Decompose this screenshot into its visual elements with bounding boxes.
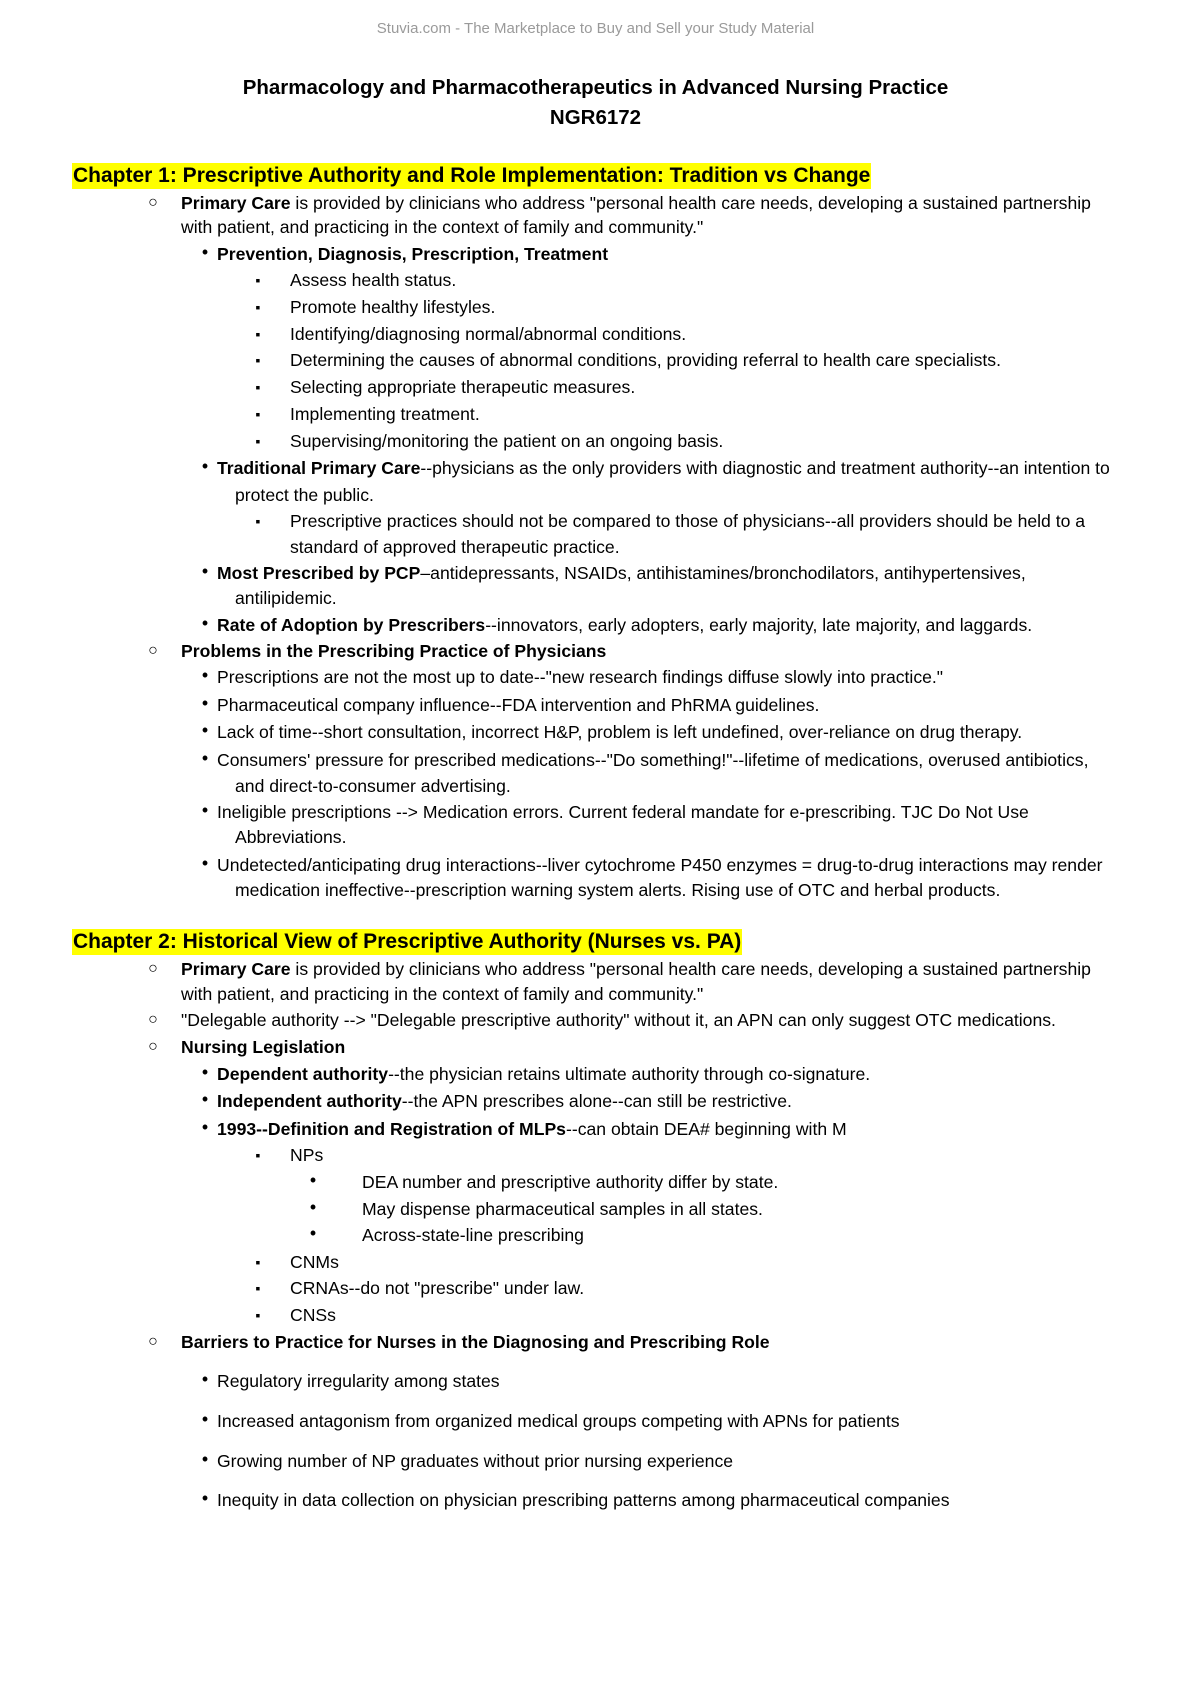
nps-item: NPs xyxy=(290,1145,324,1165)
problem-item-line1: Consumers' pressure for prescribed medic… xyxy=(217,750,1089,770)
dot-bullet-icon: • xyxy=(309,1223,317,1243)
problem-item: Pharmaceutical company influence--FDA in… xyxy=(217,695,820,715)
prescriptive-practices-line2: standard of approved therapeutic practic… xyxy=(290,537,620,557)
dot-bullet-icon: • xyxy=(309,1197,317,1217)
problem-item: Prescriptions are not the most up to dat… xyxy=(217,667,944,687)
ch2-primary-care-line2: with patient, and practicing in the cont… xyxy=(181,984,704,1004)
problems-heading: Problems in the Prescribing Practice of … xyxy=(181,641,607,661)
dot-bullet-icon: • xyxy=(201,665,209,685)
square-bullet-icon: ▪ xyxy=(255,1307,261,1323)
circle-bullet-icon: ○ xyxy=(148,1011,158,1028)
most-prescribed-line1: Most Prescribed by PCP–antidepressants, … xyxy=(217,563,1026,583)
square-bullet-icon: ▪ xyxy=(255,1254,261,1270)
dot-bullet-icon: • xyxy=(201,720,209,740)
square-bullet-icon: ▪ xyxy=(255,406,261,422)
barrier-item: Regulatory irregularity among states xyxy=(217,1371,500,1391)
document-title: Pharmacology and Pharmacotherapeutics in… xyxy=(242,76,949,99)
cnms-item: CNMs xyxy=(290,1252,339,1272)
dot-bullet-icon: • xyxy=(201,613,209,633)
circle-bullet-icon: ○ xyxy=(148,960,158,977)
problem-item-line1: Undetected/anticipating drug interaction… xyxy=(217,855,1103,875)
pdpt-item: Supervising/monitoring the patient on an… xyxy=(290,431,724,451)
dot-bullet-icon: • xyxy=(201,748,209,768)
pdpt-item: Identifying/diagnosing normal/abnormal c… xyxy=(290,324,687,344)
mlp-definition: 1993--Definition and Registration of MLP… xyxy=(217,1119,847,1139)
problem-item-line2: Abbreviations. xyxy=(235,827,347,847)
square-bullet-icon: ▪ xyxy=(255,1280,261,1296)
circle-bullet-icon: ○ xyxy=(148,194,158,211)
barrier-item: Increased antagonism from organized medi… xyxy=(217,1411,900,1431)
dot-bullet-icon: • xyxy=(201,1488,209,1508)
pdpt-item: Assess health status. xyxy=(290,270,457,290)
crnas-item: CRNAs--do not "prescribe" under law. xyxy=(290,1278,585,1298)
square-bullet-icon: ▪ xyxy=(255,272,261,288)
pdpt-item: Selecting appropriate therapeutic measur… xyxy=(290,377,636,397)
ch1-primary-care-line2: with patient, and practicing in the cont… xyxy=(181,217,704,237)
dependent-authority: Dependent authority--the physician retai… xyxy=(217,1064,871,1084)
watermark: Stuvia.com - The Marketplace to Buy and … xyxy=(376,20,815,37)
traditional-primary-care-line1: Traditional Primary Care--physicians as … xyxy=(217,458,1110,478)
dot-bullet-icon: • xyxy=(201,242,209,262)
pdpt-item: Promote healthy lifestyles. xyxy=(290,297,496,317)
circle-bullet-icon: ○ xyxy=(148,1333,158,1350)
square-bullet-icon: ▪ xyxy=(255,1147,261,1163)
dot-bullet-icon: • xyxy=(201,1369,209,1389)
dot-bullet-icon: • xyxy=(309,1170,317,1190)
circle-bullet-icon: ○ xyxy=(148,642,158,659)
problem-item-line2: and direct-to-consumer advertising. xyxy=(235,776,511,796)
dot-bullet-icon: • xyxy=(201,561,209,581)
dot-bullet-icon: • xyxy=(201,1062,209,1082)
dot-bullet-icon: • xyxy=(201,853,209,873)
problem-item-line1: Ineligible prescriptions --> Medication … xyxy=(217,802,1029,822)
chapter-1-heading: Chapter 1: Prescriptive Authority and Ro… xyxy=(72,163,872,189)
square-bullet-icon: ▪ xyxy=(255,352,261,368)
ch2-primary-care-line1: Primary Care is provided by clinicians w… xyxy=(181,959,1091,979)
chapter-2-heading: Chapter 2: Historical View of Prescripti… xyxy=(72,929,743,955)
most-prescribed-line2: antilipidemic. xyxy=(235,588,337,608)
square-bullet-icon: ▪ xyxy=(255,513,261,529)
dot-bullet-icon: • xyxy=(201,1117,209,1137)
pdpt-item: Implementing treatment. xyxy=(290,404,480,424)
np-detail-item: Across-state-line prescribing xyxy=(362,1225,584,1245)
problem-item: Lack of time--short consultation, incorr… xyxy=(217,722,1023,742)
dot-bullet-icon: • xyxy=(201,800,209,820)
independent-authority: Independent authority--the APN prescribe… xyxy=(217,1091,792,1111)
pdpt-heading: Prevention, Diagnosis, Prescription, Tre… xyxy=(217,244,609,264)
cnss-item: CNSs xyxy=(290,1305,336,1325)
prescriptive-practices-line1: Prescriptive practices should not be com… xyxy=(290,511,1086,531)
square-bullet-icon: ▪ xyxy=(255,326,261,342)
dot-bullet-icon: • xyxy=(201,693,209,713)
barrier-item: Growing number of NP graduates without p… xyxy=(217,1451,734,1471)
barrier-item: Inequity in data collection on physician… xyxy=(217,1490,950,1510)
np-detail-item: May dispense pharmaceutical samples in a… xyxy=(362,1199,763,1219)
square-bullet-icon: ▪ xyxy=(255,299,261,315)
dot-bullet-icon: • xyxy=(201,1089,209,1109)
np-detail-item: DEA number and prescriptive authority di… xyxy=(362,1172,779,1192)
dot-bullet-icon: • xyxy=(201,1449,209,1469)
traditional-primary-care-line2: protect the public. xyxy=(235,485,374,505)
ch1-primary-care-line1: Primary Care is provided by clinicians w… xyxy=(181,193,1091,213)
problem-item-line2: medication ineffective--prescription war… xyxy=(235,880,1001,900)
dot-bullet-icon: • xyxy=(201,456,209,476)
barriers-heading: Barriers to Practice for Nurses in the D… xyxy=(181,1332,770,1352)
course-code: NGR6172 xyxy=(549,106,642,129)
pdpt-item: Determining the causes of abnormal condi… xyxy=(290,350,1001,370)
nursing-legislation-heading: Nursing Legislation xyxy=(181,1037,346,1057)
circle-bullet-icon: ○ xyxy=(148,1038,158,1055)
square-bullet-icon: ▪ xyxy=(255,379,261,395)
rate-of-adoption: Rate of Adoption by Prescribers--innovat… xyxy=(217,615,1033,635)
dot-bullet-icon: • xyxy=(201,1409,209,1429)
delegable-authority: "Delegable authority --> "Delegable pres… xyxy=(181,1010,1056,1030)
square-bullet-icon: ▪ xyxy=(255,433,261,449)
